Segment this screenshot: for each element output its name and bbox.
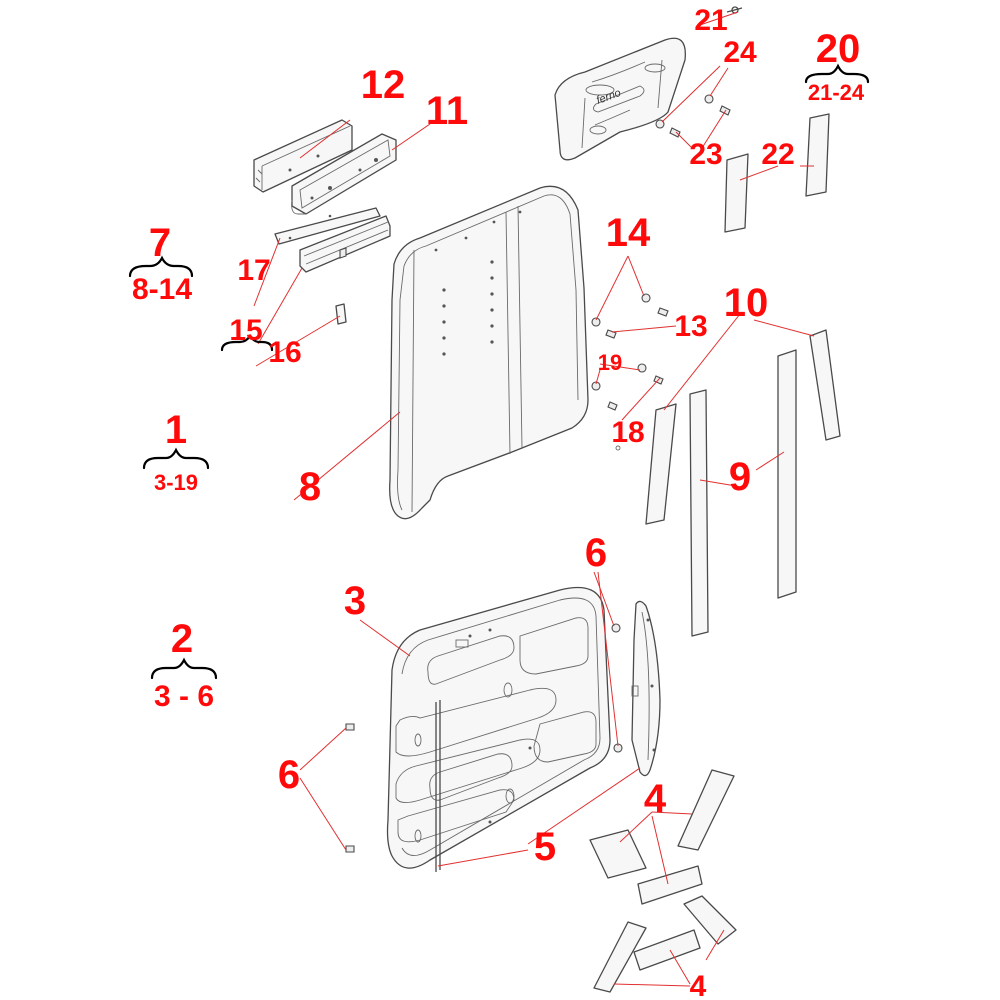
foam-pads-4-part xyxy=(589,769,737,993)
panel-holes-right xyxy=(490,210,522,344)
label-7-range: 8-14 xyxy=(132,273,192,306)
group-braces xyxy=(128,63,870,680)
label-18: 18 xyxy=(611,416,644,449)
brace-15 xyxy=(220,334,274,352)
label-2-range: 3 - 6 xyxy=(154,680,214,713)
label-15: 15 xyxy=(229,314,262,347)
label-3: 3 xyxy=(344,579,366,623)
label-4a: 4 xyxy=(644,777,667,821)
screw-21-part xyxy=(726,6,743,14)
label-19: 19 xyxy=(598,350,622,375)
screws-23-24-part xyxy=(655,94,731,138)
rod-5-part xyxy=(435,700,441,872)
label-1: 1 xyxy=(165,408,187,452)
label-16: 16 xyxy=(268,336,301,369)
callout-labels: 1 3-19 2 3 - 6 3 4 4 5 6 6 7 8-14 8 9 10… xyxy=(132,4,865,1000)
strip-9-part xyxy=(689,349,797,637)
label-1-range: 3-19 xyxy=(154,470,198,495)
side-rail-5-part xyxy=(631,600,661,777)
label-8: 8 xyxy=(299,465,321,509)
label-11: 11 xyxy=(426,89,468,133)
label-13: 13 xyxy=(674,310,707,343)
brace-20 xyxy=(804,63,870,84)
headrest-cover-part: ferno xyxy=(554,37,686,161)
label-9: 9 xyxy=(729,455,751,499)
label-10: 10 xyxy=(724,281,769,325)
screws-6-part xyxy=(345,623,623,853)
backrest-panel-8-part xyxy=(389,185,589,520)
channel-15-part xyxy=(299,215,391,273)
label-12: 12 xyxy=(361,63,406,107)
strip-22-part xyxy=(724,113,830,233)
label-2: 2 xyxy=(171,617,193,661)
label-5: 5 xyxy=(534,825,556,869)
brace-1 xyxy=(142,447,210,470)
leader-lines xyxy=(253,11,815,987)
label-4b: 4 xyxy=(690,970,707,1000)
label-20-range: 21-24 xyxy=(808,80,865,105)
label-6b: 6 xyxy=(278,753,300,797)
plate-17-part xyxy=(274,207,381,245)
brace-2 xyxy=(150,657,218,680)
label-17: 17 xyxy=(237,254,270,287)
label-14: 14 xyxy=(606,211,651,255)
brace-7 xyxy=(128,255,194,278)
label-23: 23 xyxy=(689,138,722,171)
label-22: 22 xyxy=(761,138,794,171)
label-20: 20 xyxy=(816,27,861,71)
panel-holes-left xyxy=(434,236,468,356)
label-24: 24 xyxy=(723,36,757,69)
strip-10-part xyxy=(645,329,841,525)
seat-base-3-part xyxy=(386,586,611,869)
label-7: 7 xyxy=(149,221,171,265)
block-16-part xyxy=(335,303,347,325)
label-21: 21 xyxy=(694,4,727,37)
label-6a: 6 xyxy=(585,531,607,575)
bracket-11-part xyxy=(291,133,397,215)
